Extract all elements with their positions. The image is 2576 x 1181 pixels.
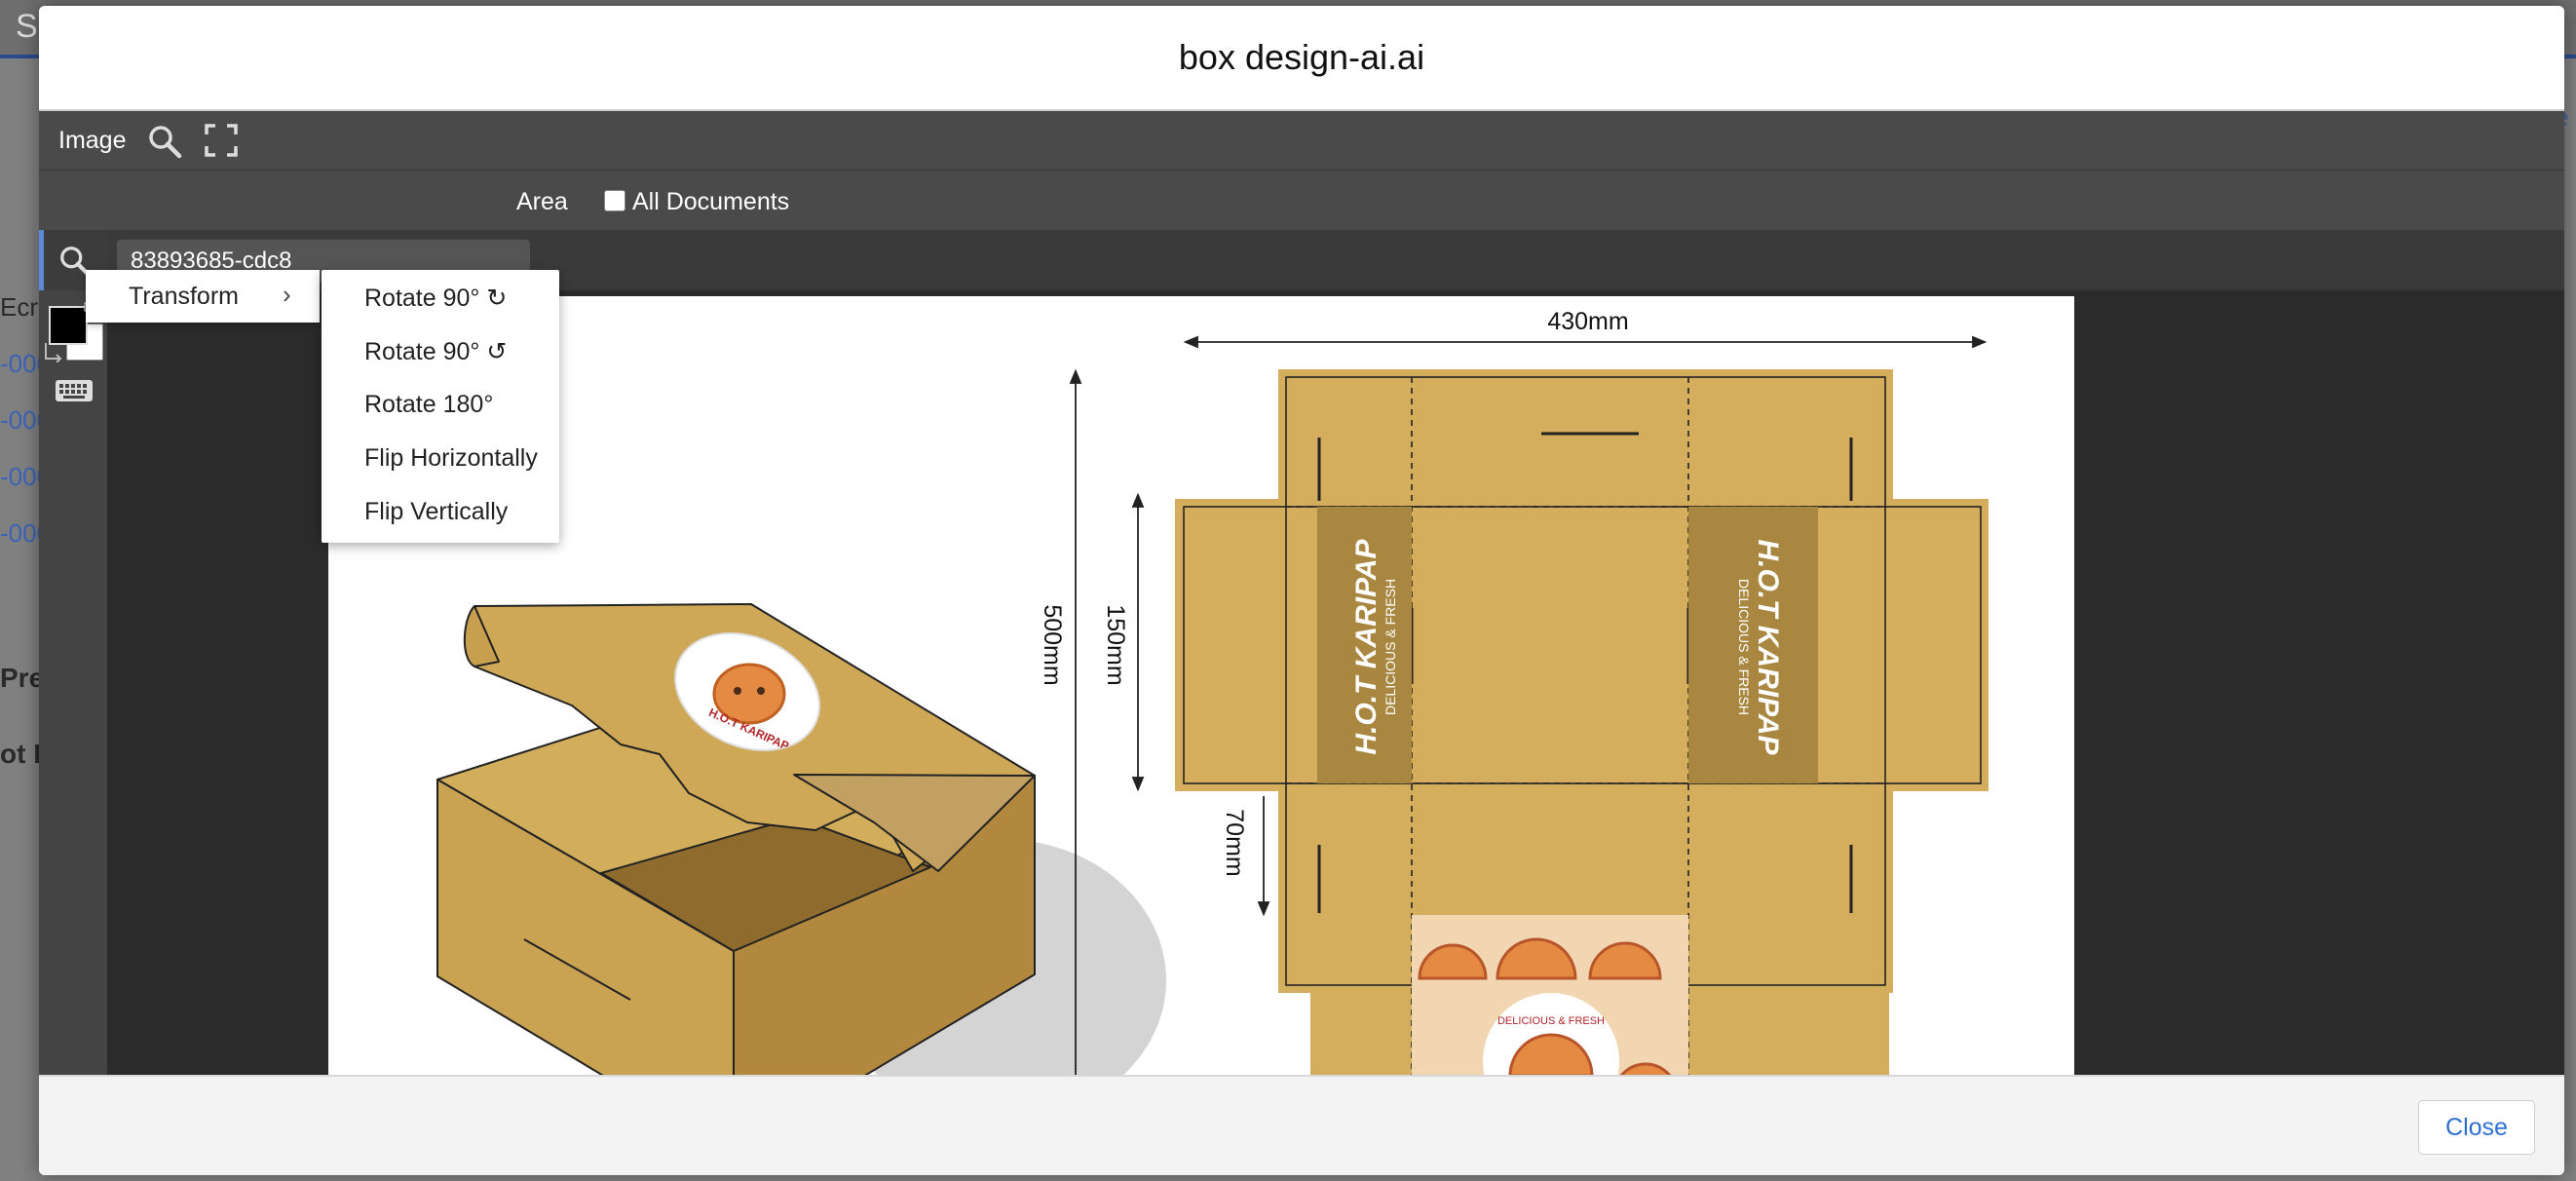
background-heading: Pre [0, 663, 45, 693]
height-dimension-label: 500mm [1039, 604, 1066, 685]
rotate-90-cw-item[interactable]: Rotate 90° ↻ [364, 285, 508, 312]
image-viewer-modal: box design-ai.ai Image Area All Document… [39, 6, 2564, 1175]
all-documents-label[interactable]: All Documents [632, 188, 790, 215]
transform-submenu: Rotate 90° ↻ Rotate 90° ↺ Rotate 180° Fl… [322, 270, 559, 543]
center-sticker-tagline: DELICIOUS & FRESH [1497, 1015, 1605, 1027]
image-editor: Image Area All Documents [39, 111, 2564, 1081]
modal-title: box design-ai.ai [1178, 37, 1425, 77]
side-panel-brand-right: H.O.T KARIPAP [1752, 539, 1784, 755]
close-button[interactable]: Close [2418, 1100, 2535, 1155]
box-dieline: H.O.T KARIPAP DELICIOUS & FRESH H.O.T KA… [1175, 369, 1989, 1081]
flip-vertically-item[interactable]: Flip Vertically [364, 498, 509, 525]
modal-header: box design-ai.ai [39, 6, 2564, 111]
image-menu-dropdown: Transform › [86, 270, 320, 323]
keyboard-icon[interactable] [55, 378, 94, 403]
transform-menu-item[interactable]: Transform [129, 283, 239, 310]
left-toolbar [39, 230, 107, 1081]
area-option-label[interactable]: Area [516, 188, 568, 215]
dimension-lines [1069, 335, 1988, 1081]
modal-footer: Close [39, 1075, 2564, 1175]
background-title-fragment: S [16, 8, 38, 45]
width-dimension-label: 430mm [1547, 308, 1628, 335]
foreground-color-swatch[interactable] [49, 306, 88, 345]
image-menu[interactable]: Image [58, 127, 127, 154]
side-panel-brand-left: H.O.T KARIPAP [1350, 538, 1383, 754]
document-canvas: H.O.T KARIPAP 430mm 500mm [328, 296, 2074, 1081]
box-design-artwork: H.O.T KARIPAP 430mm 500mm [436, 308, 1989, 1081]
all-documents-checkbox[interactable] [604, 190, 625, 211]
flip-horizontally-item[interactable]: Flip Horizontally [364, 444, 538, 472]
side-dimension-label: 150mm [1102, 604, 1129, 685]
swap-colors-icon[interactable] [43, 341, 62, 362]
search-icon[interactable] [146, 123, 183, 160]
fullscreen-icon[interactable] [205, 124, 238, 157]
karipap-pattern [1418, 937, 1675, 1081]
options-bar: Area All Documents [39, 170, 2564, 231]
rotate-90-ccw-item[interactable]: Rotate 90° ↺ [364, 338, 508, 365]
background-fragment: Ecri [0, 292, 44, 322]
sticker-badge: H.O.T KARIPAP [674, 632, 820, 753]
side-panel-tagline-right: DELICIOUS & FRESH [1736, 579, 1752, 715]
depth-dimension-label: 70mm [1221, 809, 1248, 876]
side-panel-tagline-left: DELICIOUS & FRESH [1383, 579, 1398, 715]
document-tab-label: 83893685-cdc8 [131, 248, 292, 274]
chevron-right-icon: › [283, 280, 291, 309]
editor-menubar: Image [39, 111, 2564, 170]
rotate-180-item[interactable]: Rotate 180° [364, 391, 494, 418]
